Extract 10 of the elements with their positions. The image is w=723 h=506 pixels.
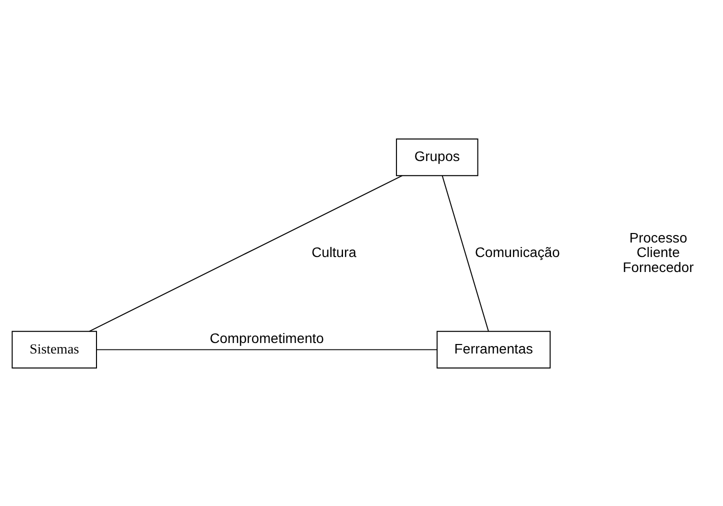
node-box: Sistemas — [12, 330, 97, 368]
node-box: Ferramentas — [436, 330, 551, 368]
connector — [442, 174, 489, 332]
label: Processo Cliente Fornecedor — [622, 228, 694, 275]
connector — [96, 348, 438, 350]
edge-label: Cultura — [312, 244, 356, 260]
connector — [88, 174, 403, 332]
edge-label: Comunicação — [475, 244, 560, 260]
node-box: Grupos — [396, 138, 478, 176]
edge-label: Comprometimento — [210, 329, 324, 346]
